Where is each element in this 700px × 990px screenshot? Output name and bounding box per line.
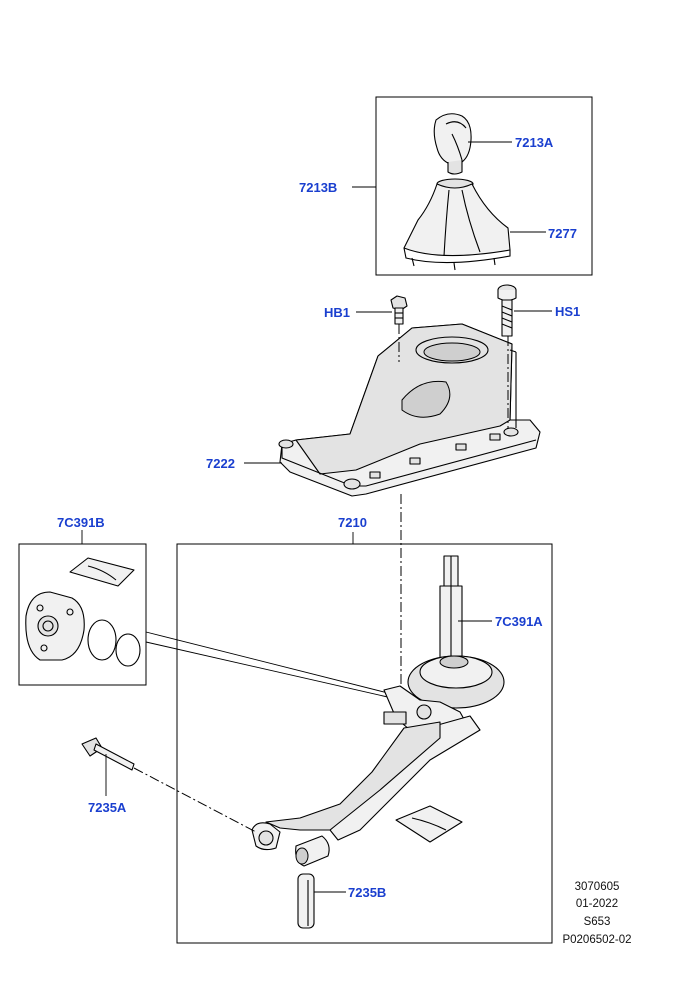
callout-7c391b: 7C391B — [57, 515, 105, 530]
kit-pointer-line-1 — [145, 631, 393, 695]
callout-7222: 7222 — [206, 456, 235, 471]
gear-knob-drawing — [433, 113, 472, 175]
grease-sachet-small-drawing — [69, 557, 135, 587]
circlip-rings-drawing — [87, 619, 141, 667]
pin-a-alignment-line — [133, 767, 257, 833]
callout-7277: 7277 — [548, 226, 577, 241]
roll-pin-7235b-drawing — [297, 873, 315, 929]
kit-pointer-line-2 — [145, 641, 393, 699]
footer-ref-4: P0206502-02 — [562, 934, 631, 946]
callout-7213a: 7213A — [515, 135, 554, 150]
kit-7c391b-frame — [18, 543, 147, 686]
callout-7210: 7210 — [338, 515, 367, 530]
gear-boot-drawing — [403, 178, 511, 271]
knob-kit-frame — [375, 96, 593, 276]
callout-7c391a: 7C391A — [495, 614, 543, 629]
pivot-pin-7235a-drawing — [81, 737, 135, 771]
footer-ref-1: 3070605 — [575, 881, 620, 893]
footer-ref-2: 01-2022 — [576, 898, 618, 910]
callout-7235a: 7235A — [88, 800, 127, 815]
callout-hb1: HB1 — [324, 305, 350, 320]
gear-lever-drawing — [251, 555, 505, 867]
callout-7213b: 7213B — [299, 180, 337, 195]
grease-sachet-large-drawing — [395, 805, 463, 843]
callout-hs1: HS1 — [555, 304, 580, 319]
hex-bolt-hb1-drawing — [390, 295, 408, 325]
lever-assembly-frame — [176, 543, 553, 944]
screw-hs1-drawing — [497, 284, 517, 337]
shifter-housing-drawing — [278, 323, 541, 497]
bush-plate-drawing — [25, 591, 85, 661]
footer-ref-3: S653 — [584, 916, 611, 928]
callout-7235b: 7235B — [348, 885, 386, 900]
